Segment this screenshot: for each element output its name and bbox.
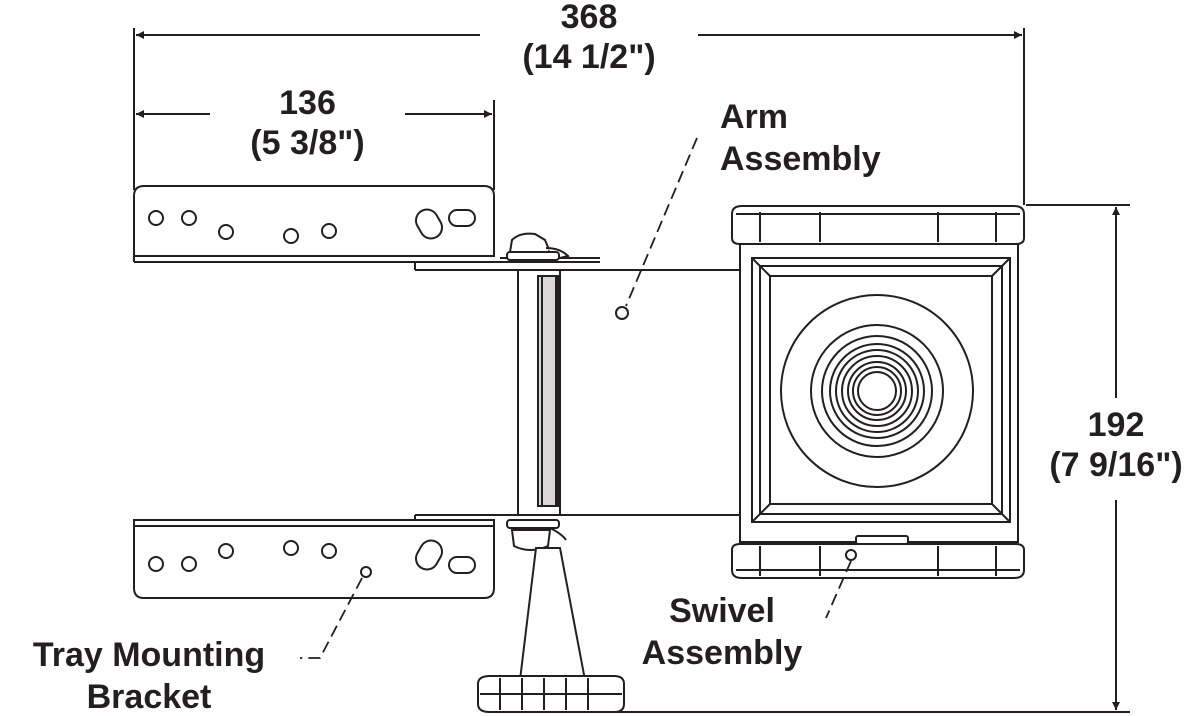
dim-bracket-width-inch: (5 3/8"): [250, 124, 365, 162]
arm-leader: [625, 137, 698, 307]
dim-overall-width-mm: 368: [560, 0, 618, 36]
dim-bracket-width-mm: 136: [279, 84, 336, 122]
tray-mounting-bracket-line1: Tray Mounting: [32, 636, 266, 674]
swivel-assembly-line1: Swivel: [669, 592, 775, 630]
arm-assembly-line2: Assembly: [720, 140, 881, 178]
arm-assembly: [500, 232, 741, 551]
top-tray-bracket: [133, 185, 740, 271]
dim-overall-depth-mm: 192: [1087, 406, 1145, 444]
dim-overall-width-label: 368 (14 1/2"): [480, 0, 698, 74]
swivel-assembly: [731, 205, 1025, 579]
tray-post-foot: [477, 547, 625, 713]
dim-overall-depth-inch: (7 9/16"): [1049, 446, 1183, 484]
bottom-tray-bracket: [133, 514, 740, 599]
dim-overall-width-inch: (14 1/2"): [522, 38, 656, 76]
bracket-leader: [300, 577, 363, 659]
dimension-192: [560, 204, 1130, 713]
arm-assembly-line1: Arm: [720, 98, 789, 136]
tray-mounting-bracket-line2: Bracket: [86, 678, 212, 716]
dimension-136: [136, 100, 495, 190]
swivel-assembly-label: Swivel Assembly: [622, 594, 822, 670]
dim-bracket-width-label: 136 (5 3/8"): [210, 86, 405, 160]
tray-mounting-bracket-label: Tray Mounting Bracket: [0, 638, 298, 714]
dimension-368: [133, 28, 1025, 205]
swivel-leader: [825, 560, 852, 619]
arm-assembly-label: Arm Assembly: [720, 100, 881, 176]
swivel-assembly-line2: Assembly: [641, 634, 803, 672]
dim-overall-depth-label: 192 (7 9/16"): [1032, 408, 1200, 482]
leader-lines: [300, 137, 852, 659]
